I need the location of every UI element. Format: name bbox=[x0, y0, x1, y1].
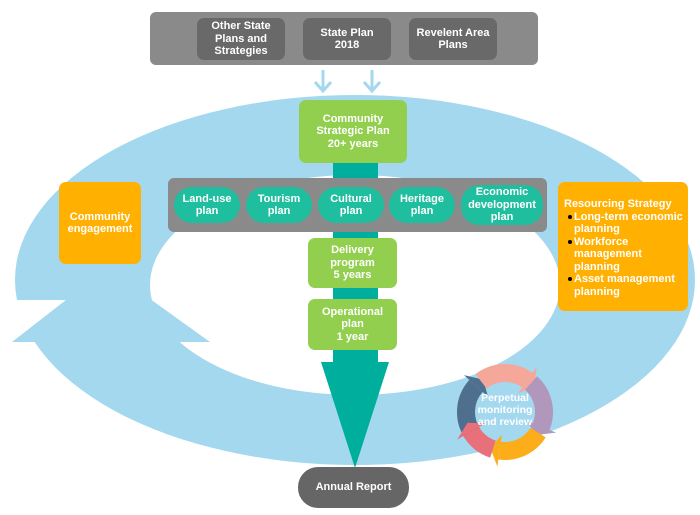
delivery-line: program bbox=[330, 256, 375, 269]
cycle-label: Perpetual monitoring and review bbox=[477, 392, 533, 428]
plan-line: Heritage bbox=[399, 192, 445, 205]
cycle-arrowhead-icon bbox=[457, 422, 486, 440]
resourcing-item: Asset management planning bbox=[568, 273, 684, 298]
input-state-plan: State Plan 2018 bbox=[303, 18, 391, 60]
plan-line: development bbox=[468, 198, 536, 211]
plan-line: Tourism bbox=[257, 192, 301, 205]
operational-line: Operational bbox=[321, 305, 384, 318]
cycle-arc bbox=[475, 364, 533, 389]
plan-line: Cultural bbox=[330, 192, 372, 205]
resourcing-item: Workforce management planning bbox=[568, 236, 684, 274]
plan-line: plan bbox=[410, 205, 434, 217]
plan-line: Land-use bbox=[182, 192, 232, 205]
teal-arrowhead bbox=[321, 362, 389, 468]
down-arrow-icon bbox=[313, 70, 333, 94]
delivery-program: Delivery program 5 years bbox=[308, 238, 397, 288]
resourcing-title: Resourcing Strategy bbox=[564, 198, 672, 210]
resourcing-strategy: Resourcing Strategy Long-term economic p… bbox=[558, 182, 688, 311]
annual-report: Annual Report bbox=[315, 481, 392, 494]
plan-line: plan bbox=[195, 205, 219, 217]
input-other-state-plans: Other State Plans and Strategies bbox=[197, 18, 285, 60]
cycle-arrowhead-icon bbox=[526, 420, 557, 435]
csp-line: Community bbox=[322, 112, 384, 125]
plan-line: plan bbox=[490, 211, 514, 224]
delivery-line: Delivery bbox=[331, 244, 374, 257]
cycle-arc bbox=[498, 427, 546, 460]
delivery-line: 5 years bbox=[333, 269, 372, 282]
resourcing-item: Long-term economic planning bbox=[568, 210, 683, 235]
cycle-arc bbox=[463, 426, 497, 458]
csp-line: Strategic Plan bbox=[316, 125, 390, 138]
input-area-plans: Revelent Area Plans bbox=[409, 18, 497, 60]
cycle-arc bbox=[524, 376, 553, 430]
down-arrows bbox=[313, 70, 382, 94]
community-engagement: Community engagement bbox=[59, 182, 141, 264]
operational-plan: Operational plan 1 year bbox=[308, 299, 397, 350]
plan-line: plan bbox=[339, 205, 363, 217]
plan-line: plan bbox=[267, 205, 291, 217]
monitoring-cycle bbox=[457, 364, 557, 467]
cycle-arrowhead-icon bbox=[490, 434, 502, 467]
resourcing-list: Long-term economic planning Workforce ma… bbox=[564, 211, 684, 299]
annual-report-shape bbox=[298, 467, 409, 508]
operational-line: plan bbox=[341, 318, 364, 331]
operational-line: 1 year bbox=[336, 330, 369, 343]
ring-arrowhead bbox=[12, 268, 210, 342]
community-strategic-plan: Community Strategic Plan 20+ years bbox=[299, 100, 407, 163]
plan-line: Economic bbox=[475, 186, 529, 199]
down-arrow-icon bbox=[362, 70, 382, 94]
csp-line: 20+ years bbox=[327, 137, 379, 150]
